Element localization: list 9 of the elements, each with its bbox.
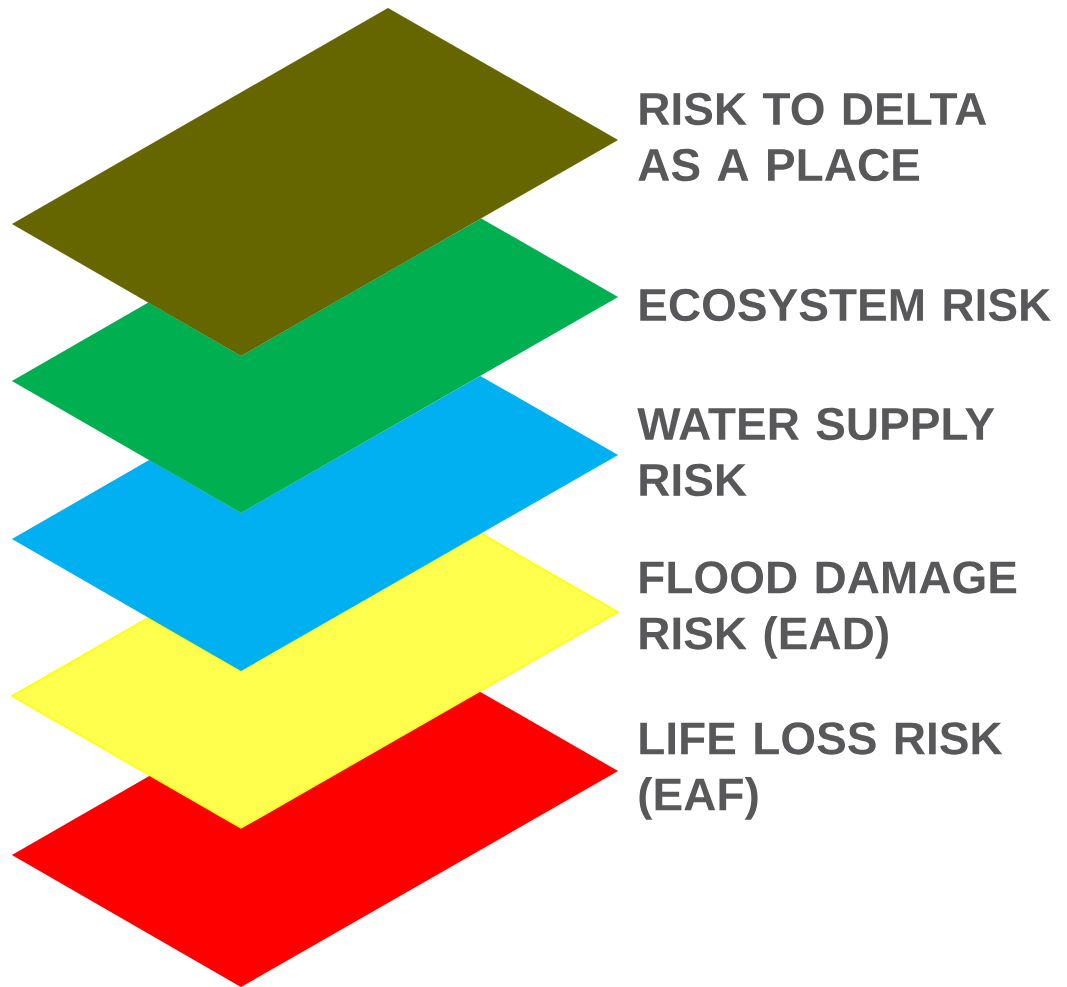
layer-plane <box>11 7 619 357</box>
layer-plane <box>11 375 619 672</box>
layer-plane <box>11 218 619 514</box>
layer-label: LIFE LOSS RISK (EAF) <box>639 722 1003 820</box>
layer-label: RISK TO DELTA AS A PLACE <box>638 92 987 182</box>
layer-plane <box>11 691 619 987</box>
layer-label: ECOSYSTEM RISK <box>640 288 1051 322</box>
layer-label: WATER SUPPLY RISK <box>637 407 995 497</box>
layer-label: FLOOD DAMAGE RISK (EAD) <box>640 561 1017 659</box>
